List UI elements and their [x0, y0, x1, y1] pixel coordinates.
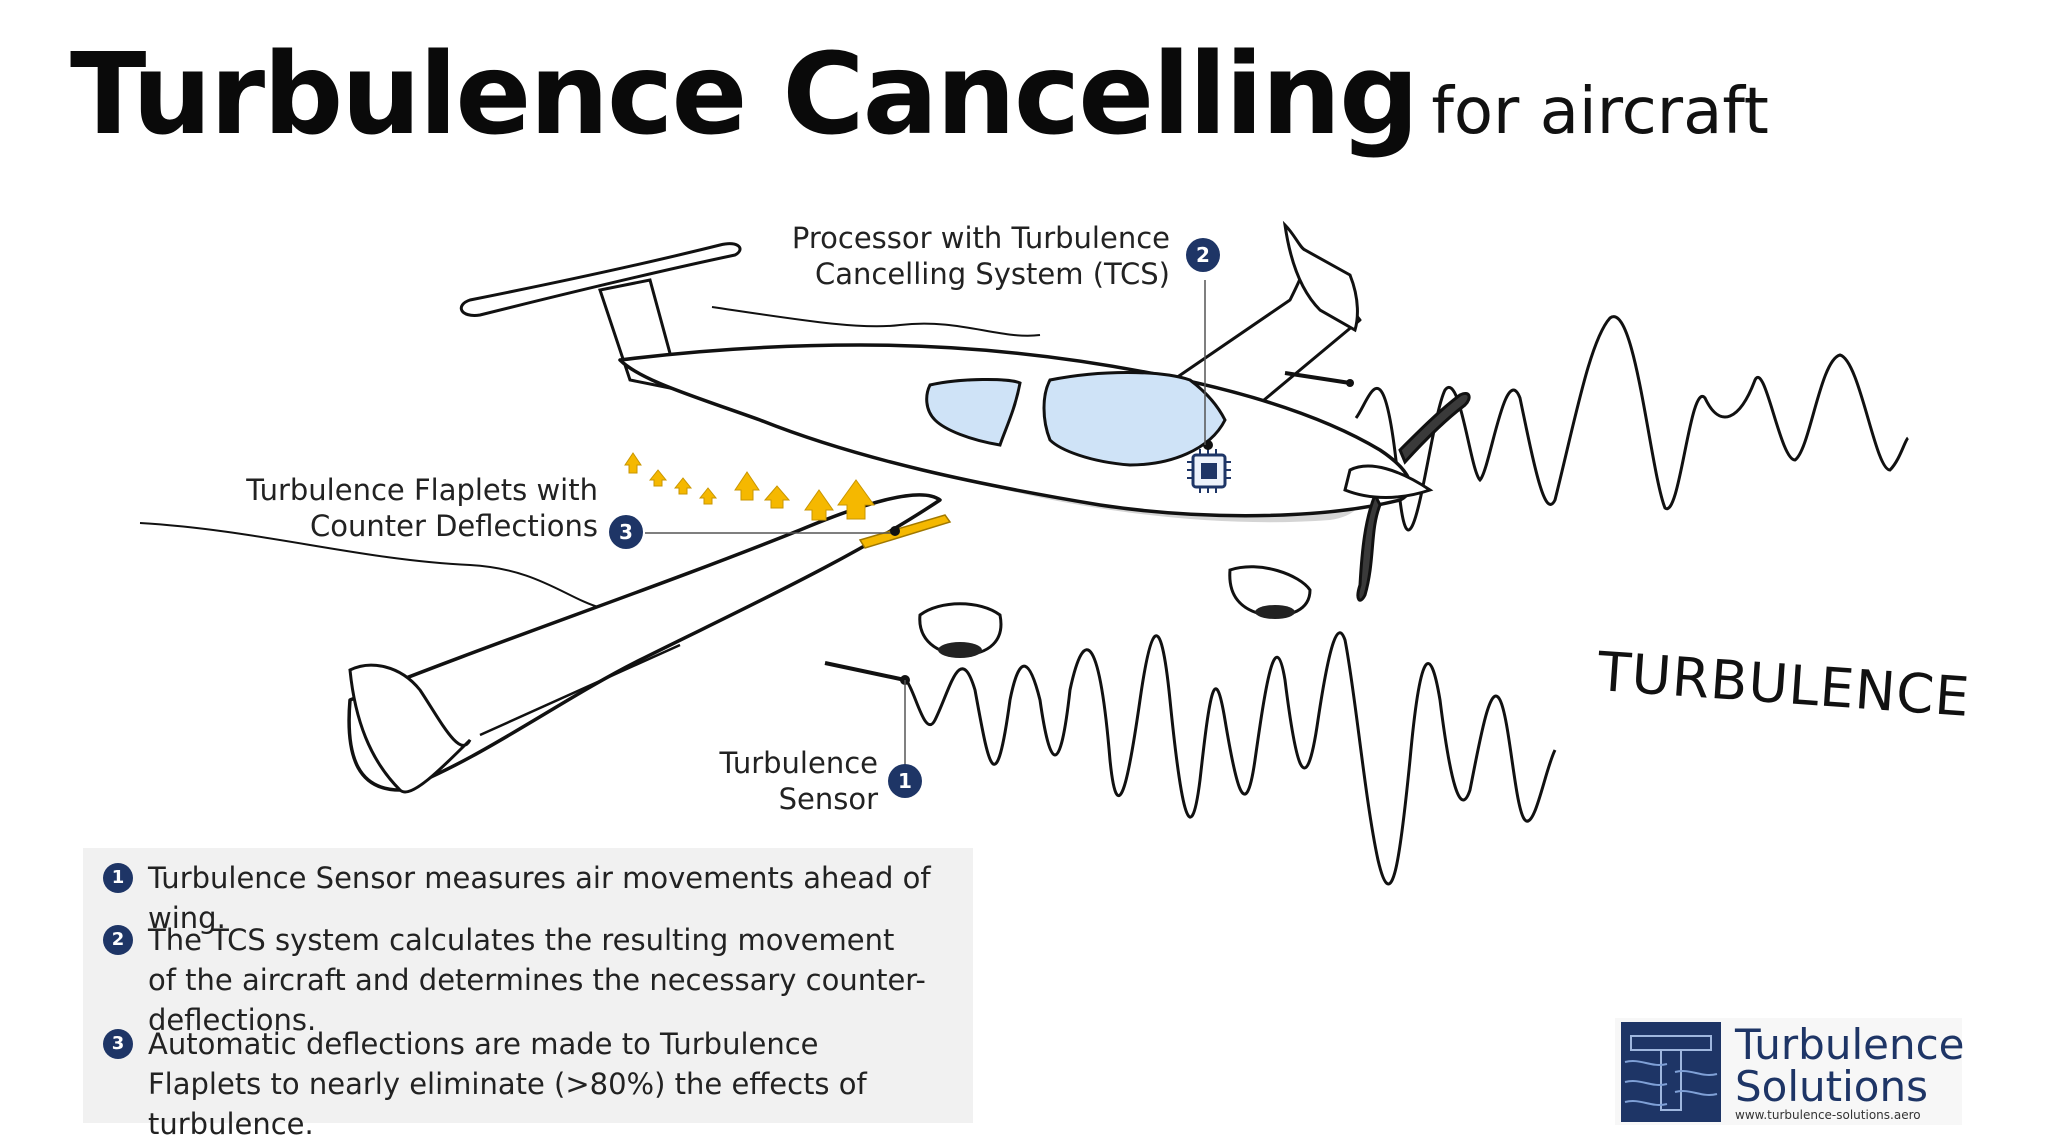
turbulence-wave-lower — [904, 631, 1557, 886]
step-text: Turbulence Sensor measures air movements… — [148, 861, 931, 935]
badge-flaplets: 3 — [609, 515, 643, 549]
steps-panel: 1 Turbulence Sensor measures air movemen… — [83, 848, 973, 1141]
callout-processor-line2: Cancelling System (TCS) — [814, 257, 1170, 291]
wheel-main — [938, 642, 982, 658]
title-main: Turbulence Cancelling — [70, 30, 1419, 160]
canopy-rear — [925, 378, 1022, 447]
logo-name-line2: Solutions — [1735, 1062, 1928, 1111]
turbulence-wave-upper — [1354, 315, 1910, 532]
badge-processor: 2 — [1186, 238, 1220, 272]
step-text: Automatic deflections are made to Turbul… — [148, 1027, 867, 1141]
horizontal-stabilizer — [459, 242, 742, 317]
canopy-front — [1042, 371, 1227, 467]
wingtip-far — [1282, 220, 1359, 333]
step-text: The TCS system calculates the resulting … — [148, 923, 926, 1037]
arrow-up-icon — [763, 485, 791, 509]
arrow-up-icon — [837, 479, 875, 520]
wingtip-near — [348, 663, 472, 794]
callout-flaplets-line1: Turbulence Flaplets with — [246, 473, 598, 507]
wheel-nose — [1255, 605, 1295, 619]
arrow-up-icon — [648, 469, 668, 487]
arrow-up-icon — [673, 477, 693, 495]
company-logo: Turbulence Solutions www.turbulence-solu… — [1615, 1018, 1965, 1125]
arrow-up-icon — [624, 452, 642, 474]
callout-sensor: Turbulence Sensor — [680, 745, 878, 817]
sensor-probe-far — [1284, 371, 1351, 385]
landing-gear-nose — [1228, 565, 1312, 618]
propeller-icon — [1343, 391, 1471, 602]
flaplet-arrows — [624, 452, 875, 521]
arrow-up-icon — [698, 487, 718, 505]
arrow-up-icon — [734, 471, 760, 501]
flaplet-point — [890, 526, 900, 536]
callout-processor: Processor with Turbulence Cancelling Sys… — [770, 220, 1170, 292]
flap-line — [479, 643, 681, 737]
step-badge: 1 — [103, 863, 133, 893]
callout-sensor-line1: Turbulence — [719, 746, 878, 780]
airflow-line-top — [711, 306, 1041, 337]
turbulence-flaplet — [858, 514, 952, 549]
callout-sensor-line2: Sensor — [778, 782, 878, 816]
callout-processor-line1: Processor with Turbulence — [791, 221, 1170, 255]
callout-flaplets: Turbulence Flaplets with Counter Deflect… — [200, 472, 598, 544]
turbulence-sensor-probe — [824, 661, 906, 682]
chip-icon — [1187, 449, 1231, 493]
landing-gear-main — [918, 602, 1003, 657]
step-badge: 2 — [103, 925, 133, 955]
logo-url: www.turbulence-solutions.aero — [1735, 1108, 1921, 1122]
logo-mark-icon — [1621, 1022, 1721, 1122]
step-badge: 3 — [103, 1029, 133, 1059]
arrow-up-icon — [804, 489, 834, 521]
badge-sensor: 1 — [888, 764, 922, 798]
title-subtitle: for aircraft — [1431, 75, 1769, 149]
logo-name-line1: Turbulence — [1735, 1020, 1965, 1069]
callout-flaplets-line2: Counter Deflections — [310, 509, 598, 543]
